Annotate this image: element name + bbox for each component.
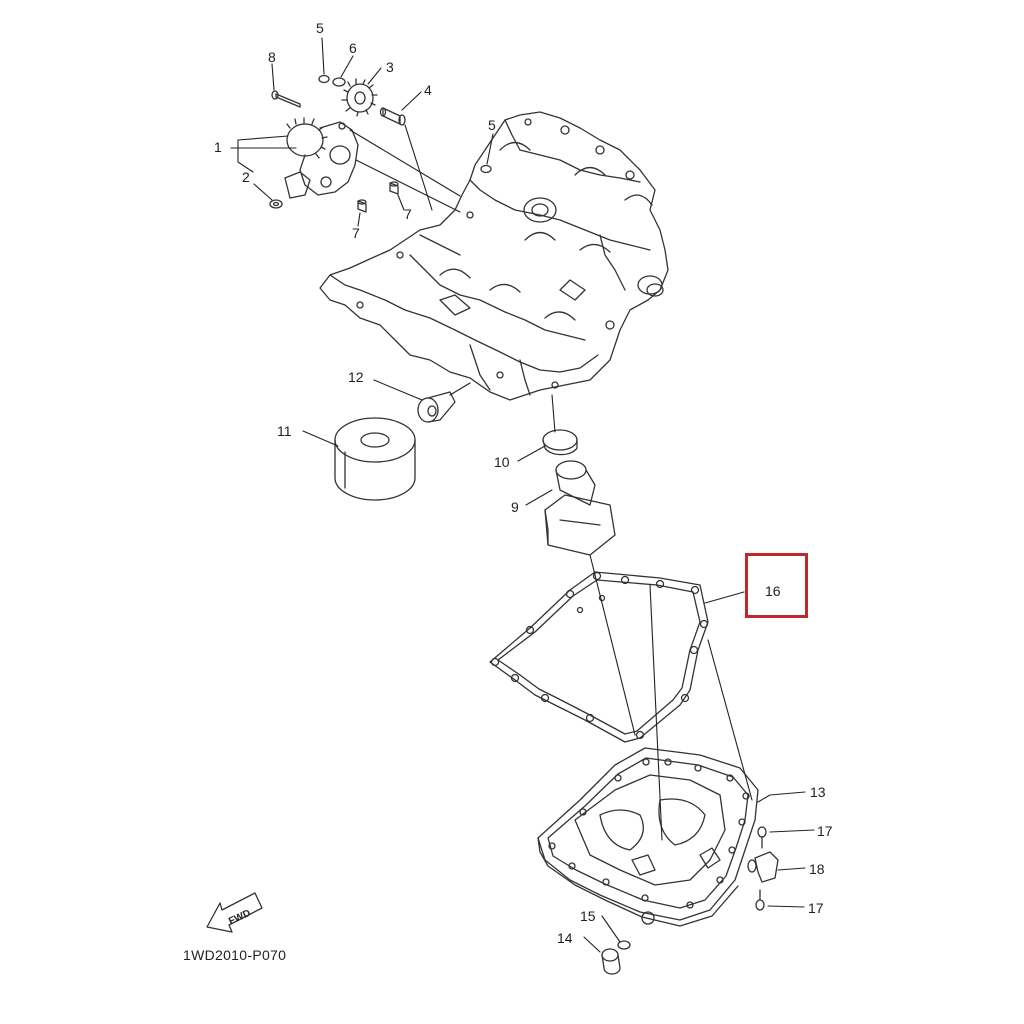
callout-5-upper: 5: [316, 20, 324, 36]
callout-5-lower: 5: [488, 117, 496, 133]
callout-16: 16: [765, 583, 781, 599]
callout-18: 18: [809, 861, 825, 877]
pan-hardware-drawings: [602, 827, 778, 974]
callout-9: 9: [511, 499, 519, 515]
callout-17-lower: 17: [808, 900, 824, 916]
oil-pump-drawing: [285, 118, 358, 198]
union-bolt-drawing: [418, 392, 455, 422]
oil-pan-gasket-drawing: [490, 572, 708, 742]
callout-4: 4: [424, 82, 432, 98]
crankcase-drawing: [320, 112, 668, 400]
highlight-box-16: [745, 553, 808, 618]
strainer-drawing: [543, 430, 615, 555]
callout-6: 6: [349, 40, 357, 56]
callout-15: 15: [580, 908, 596, 924]
callout-12: 12: [348, 369, 364, 385]
fwd-label: FWD: [227, 908, 252, 928]
diagram-code: 1WD2010-P070: [183, 947, 287, 963]
oil-pan-drawing: [538, 748, 758, 926]
callout-2: 2: [242, 169, 250, 185]
callout-10: 10: [494, 454, 510, 470]
callout-7-right: 7: [404, 206, 412, 222]
callout-7-left: 7: [352, 225, 360, 241]
callout-17-upper: 17: [817, 823, 833, 839]
small-hardware-drawings: [270, 76, 491, 213]
callout-8: 8: [268, 49, 276, 65]
callout-14: 14: [557, 930, 573, 946]
callout-3: 3: [386, 59, 394, 75]
callout-11: 11: [277, 423, 292, 439]
callout-13: 13: [810, 784, 826, 800]
leader-lines: [231, 38, 814, 952]
oil-filter-drawing: [335, 418, 415, 500]
fwd-arrow-icon: [207, 893, 262, 932]
callout-1: 1: [214, 139, 222, 155]
